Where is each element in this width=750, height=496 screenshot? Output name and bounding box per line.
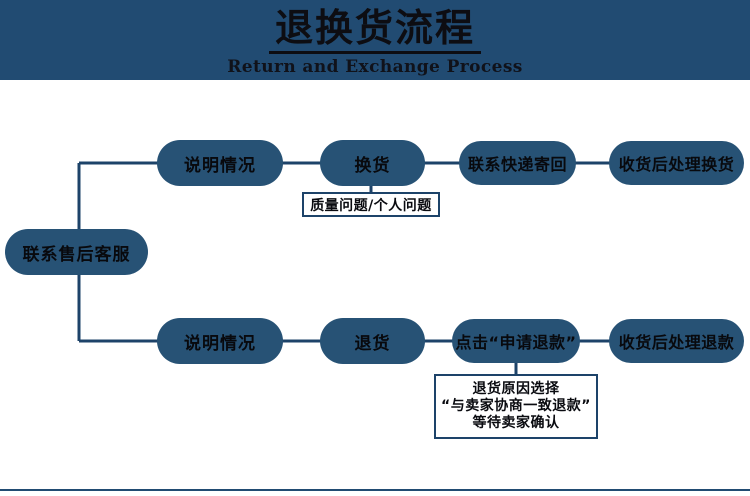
note-return-reason: 退货原因选择 “与卖家协商一致退款” 等待卖家确认 xyxy=(434,374,598,439)
node-label: 联系快递寄回 xyxy=(467,155,567,174)
note-line-1: 退货原因选择 xyxy=(472,381,560,397)
footer-rule xyxy=(0,489,750,491)
page-subtitle: Return and Exchange Process xyxy=(227,57,523,77)
node-label: 联系售后客服 xyxy=(22,244,131,265)
node-label: 收货后处理换货 xyxy=(618,155,735,174)
node-label: 点击“申请退款” xyxy=(455,333,577,352)
node-label: 换货 xyxy=(354,155,391,176)
node-exchange-describe[interactable]: 说明情况 xyxy=(157,140,283,186)
node-label: 退货 xyxy=(354,333,391,354)
node-click-refund[interactable]: 点击“申请退款” xyxy=(452,319,580,363)
note-line-3: 等待卖家确认 xyxy=(472,415,560,431)
page-title: 退换货流程 xyxy=(268,6,481,54)
note-lines: 退货原因选择 “与卖家协商一致退款” 等待卖家确认 xyxy=(441,381,591,432)
node-label: 收货后处理退款 xyxy=(618,333,735,352)
node-return[interactable]: 退货 xyxy=(320,318,425,364)
node-return-describe[interactable]: 说明情况 xyxy=(157,318,283,364)
node-contact-service[interactable]: 联系售后客服 xyxy=(5,229,148,275)
node-exchange[interactable]: 换货 xyxy=(320,140,425,186)
node-label: 说明情况 xyxy=(184,155,256,176)
note-line-2: “与卖家协商一致退款” xyxy=(441,398,591,414)
node-return-process[interactable]: 收货后处理退款 xyxy=(609,319,744,363)
header-banner: 退换货流程 Return and Exchange Process xyxy=(0,0,750,80)
title-block: 退换货流程 Return and Exchange Process xyxy=(0,6,750,78)
node-exchange-process[interactable]: 收货后处理换货 xyxy=(609,141,744,185)
note-exchange-reason: 质量问题/个人问题 xyxy=(302,192,440,217)
node-label: 说明情况 xyxy=(184,333,256,354)
node-exchange-ship-back[interactable]: 联系快递寄回 xyxy=(459,141,576,185)
note-line: 质量问题/个人问题 xyxy=(310,197,432,214)
